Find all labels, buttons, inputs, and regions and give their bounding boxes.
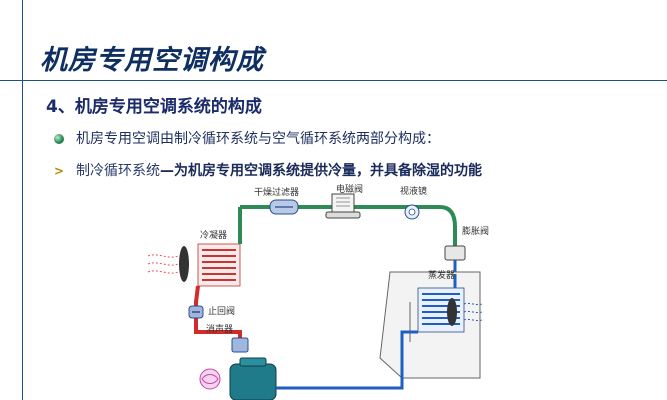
label-condenser: 冷凝器 [200,229,227,241]
green-sphere-bullet-icon [54,134,64,144]
label-evaporator: 蒸发器 [428,269,455,281]
evaporator-coil [417,287,465,333]
section-heading: 4、机房专用空调系统的构成 [46,97,262,117]
label-sight-glass: 视液镜 [400,185,427,197]
solenoid-valve-icon [325,193,361,219]
suction-line [276,274,457,390]
arrow-bullet-icon: > [54,164,65,178]
label-muffler: 消声器 [206,323,233,335]
condenser-coil [197,227,242,287]
label-solenoid: 电磁阀 [336,183,363,195]
sight-glass-icon [404,204,420,220]
bullet-lead-2: 制冷循环系统 [76,163,160,179]
left-rule [22,0,23,400]
title-rule [0,80,667,81]
bullet-item-2: > 制冷循环系统—为机房专用空调系统提供冷量，并具备除湿的功能 [54,160,482,180]
expansion-valve-icon [444,245,466,274]
compressor-icon [199,357,277,400]
label-dryer: 干燥过滤器 [254,186,299,198]
bullet-text-1: 机房专用空调由制冷循环系统与空气循环系统两部分构成： [76,131,440,147]
dryer-filter-icon [269,199,299,215]
label-check-valve: 止回阀 [208,305,235,317]
evaporator-fan-icon [447,298,483,326]
discharge-line [194,285,242,350]
check-valve-icon [188,305,204,319]
label-expansion-valve: 膨胀阀 [462,225,489,237]
slide-title: 机房专用空调构成 [40,45,264,76]
condenser-fan-icon [147,246,189,282]
muffler-icon [231,337,249,353]
bullet-item-1: 机房专用空调由制冷循环系统与空气循环系统两部分构成： [54,128,440,148]
bullet-emphasis-2: —为机房专用空调系统提供冷量，并具备除湿的功能 [160,163,482,179]
refrigeration-cycle-diagram: 干燥过滤器 电磁阀 视液镜 膨胀阀 冷凝器 蒸发器 止回阀 消声器 [147,183,489,400]
